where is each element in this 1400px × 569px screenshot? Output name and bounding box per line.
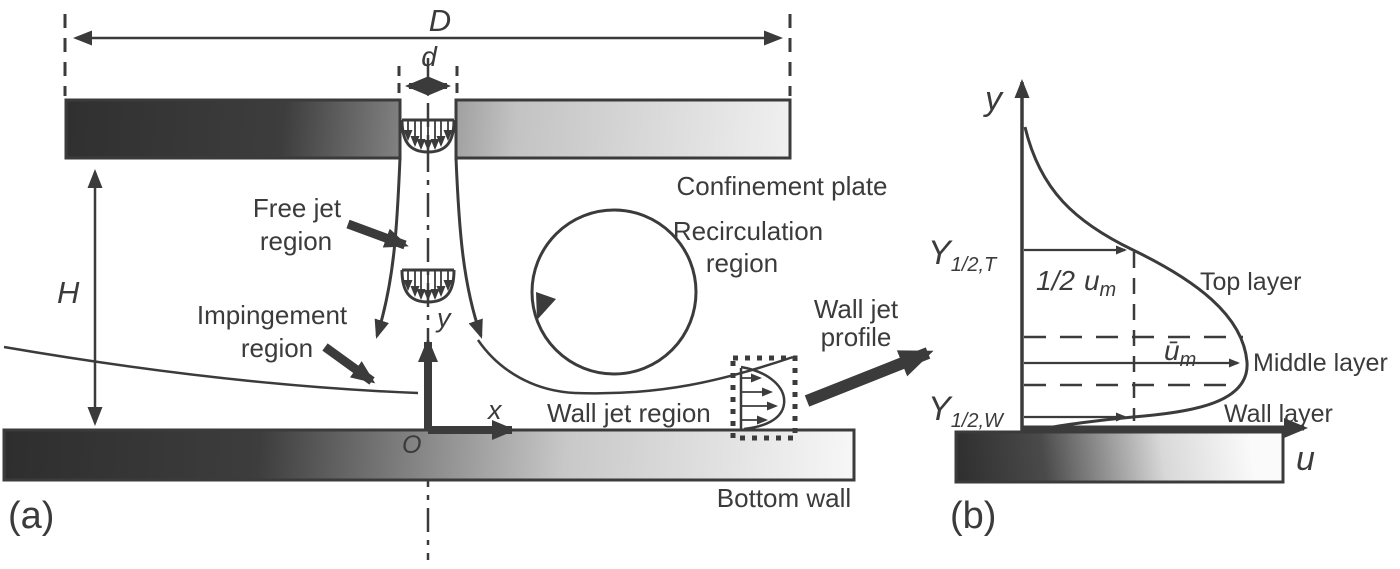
wall-jet-boundary-left-stream [3,345,419,395]
confinement-plate-left [64,98,402,160]
label-wall-jet-region: Wall jet region [547,398,711,428]
label-confinement-plate: Confinement plate [676,171,887,201]
label-dim-d: d [421,41,438,72]
b-label-y-half-top: Y1/2,T [928,234,998,276]
label-axis-y: y [435,303,452,333]
recirculation-vortex-circle [530,208,698,376]
label-free-jet-line1: Free jet [253,193,342,223]
b-label-middle-layer: Middle layer [1253,349,1388,377]
free-jet-pointer-arrow [346,219,409,250]
b-label-axis-y: y [983,80,1004,118]
label-recirculation-line2: region [706,248,778,278]
label-impingement-line1: Impingement [197,300,348,330]
wall-jet-sample-box [730,355,798,441]
free-jet-velocity-profile [402,270,454,302]
b-label-axis-u: u [1296,440,1315,478]
label-wall-jet-profile-line1: Wall jet [814,294,899,324]
nozzle-velocity-profile [400,118,456,154]
label-dim-H: H [57,275,80,310]
label-recirculation-line1: Recirculation [673,216,823,246]
label-origin: O [402,431,421,459]
bottom-wall [2,428,856,482]
jet-boundary-left [374,100,402,339]
label-wall-jet-profile-line2: profile [821,322,892,352]
label-bottom-wall: Bottom wall [717,483,851,513]
label-impingement-line2: region [241,333,313,363]
label-axis-x: x [486,395,503,425]
recirculation-arrowhead-icon [536,292,556,320]
impingement-pointer-arrow [322,343,376,385]
panel-a-label: (a) [8,495,54,537]
wall-jet-mini-profile [739,365,786,431]
b-wall [954,430,1285,484]
b-label-top-layer: Top layer [1200,268,1301,296]
confinement-plate-right [454,98,792,160]
wall-jet-boundary-right-stream [476,339,794,395]
panel-b-label: (b) [950,495,996,537]
b-label-wall-layer: Wall layer [1224,400,1333,428]
b-label-um: ūm [1164,335,1196,371]
label-dim-D: D [429,3,451,38]
wall-jet-profile-pointer-arrow [804,347,934,407]
b-label-y-half-wall: Y1/2,W [928,390,1005,432]
jet-boundary-right [454,100,483,339]
label-free-jet-line2: region [260,226,332,256]
